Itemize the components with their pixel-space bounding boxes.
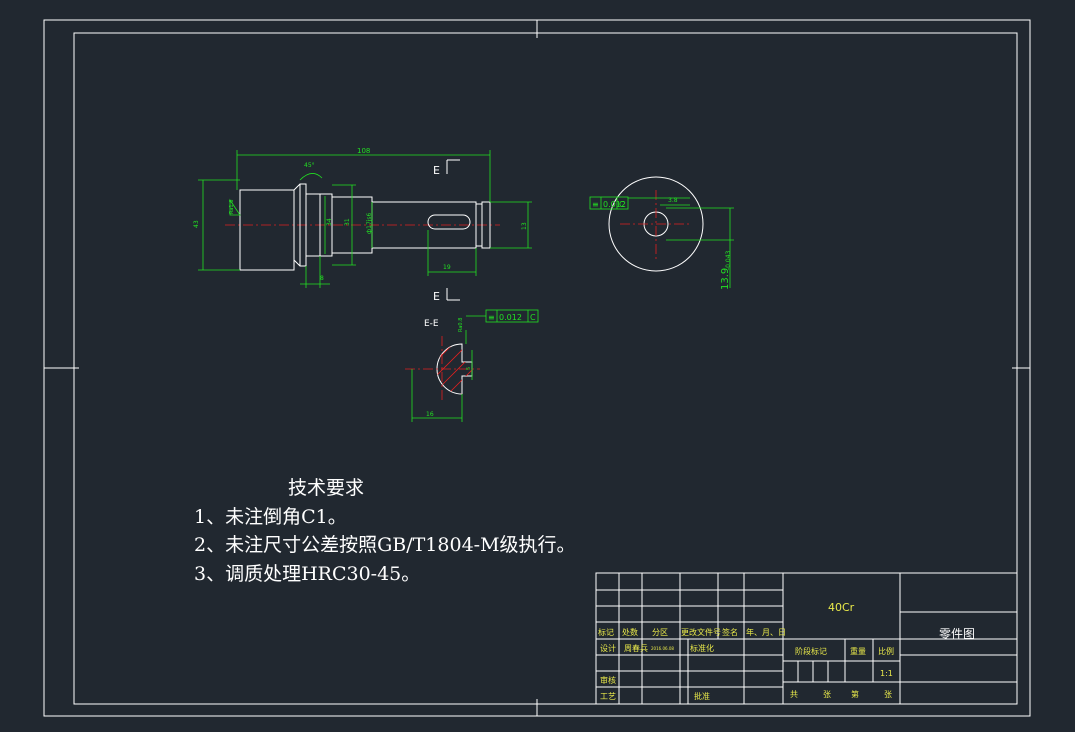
outer-frame	[43, 19, 1031, 717]
inner-frame	[73, 32, 1018, 705]
tb-approve: 批准	[694, 691, 710, 701]
front-view	[198, 150, 532, 301]
dim-length: 108	[357, 147, 370, 155]
dim-dia-large: 43	[193, 220, 200, 228]
dim-step: 8	[320, 275, 324, 282]
dim-section-key: 5	[466, 367, 472, 370]
tb-total: 共	[790, 690, 798, 699]
ra-label: Ra1.6	[229, 200, 235, 214]
tb-date: 年、月、日	[746, 627, 786, 637]
tb-sign: 签名	[722, 627, 738, 637]
tb-mark: 标记	[598, 627, 614, 637]
requirements-title: 技术要求	[288, 477, 364, 499]
tb-design: 设计	[600, 643, 616, 653]
dim-hole-tol: -0.043	[725, 250, 732, 270]
dim-dia-shaft: ф17js6	[366, 212, 373, 234]
tol-section-symbol: ≡	[488, 313, 495, 322]
tb-scale-value: 1:1	[880, 669, 893, 678]
tb-zone: 分区	[652, 628, 668, 637]
dim-chamfer-angle: 45°	[304, 162, 315, 169]
tb-weight: 重量	[850, 646, 866, 656]
title-block	[595, 572, 1018, 705]
ra-label-2: Ra0.8	[458, 318, 464, 332]
dim-dia-mid: 31	[344, 218, 351, 226]
dim-hole: 13.9	[720, 268, 731, 290]
tb-scale: 比例	[878, 646, 894, 656]
tb-review: 审核	[600, 675, 616, 685]
tol-front-symbol: ≡	[592, 200, 599, 209]
tol-front-datum: C	[619, 200, 625, 209]
tb-standardize: 标准化	[690, 643, 714, 653]
side-view	[589, 176, 734, 288]
tb-change-doc: 更改文件号	[681, 627, 721, 637]
section-mark-top: E	[433, 164, 440, 177]
requirement-item: 2、未注尺寸公差按照GB/T1804-M级执行。	[194, 534, 576, 556]
dim-dia-groove: 34	[326, 218, 333, 226]
material: 40Cr	[828, 601, 855, 614]
section-mark-bottom: E	[433, 290, 440, 303]
tb-designer: 周春兵	[624, 643, 648, 653]
tb-count: 处数	[622, 627, 638, 637]
dim-keyway: 19	[443, 264, 451, 271]
section-view-label: E-E	[424, 319, 439, 329]
tol-section-datum: C	[530, 313, 536, 322]
tb-stage: 阶段标记	[795, 646, 827, 656]
tb-sheet2: 张	[884, 690, 892, 699]
dim-hole-off: 3.8	[668, 197, 678, 204]
tb-page: 第	[851, 689, 859, 699]
dim-dia-end: 13	[521, 222, 528, 230]
tb-design-date: 2016.06.08	[651, 646, 674, 651]
tb-sheets: 张	[823, 690, 831, 699]
section-view	[405, 309, 539, 422]
tb-process: 工艺	[600, 692, 616, 701]
drawing-name: 零件图	[939, 627, 975, 641]
dim-section-width: 16	[426, 411, 434, 418]
requirement-item: 3、调质处理HRC30-45。	[194, 563, 420, 585]
tol-section-value: 0.012	[499, 313, 522, 322]
requirement-item: 1、未注倒角C1。	[194, 506, 347, 528]
tol-front-value: 0.012	[603, 200, 626, 209]
